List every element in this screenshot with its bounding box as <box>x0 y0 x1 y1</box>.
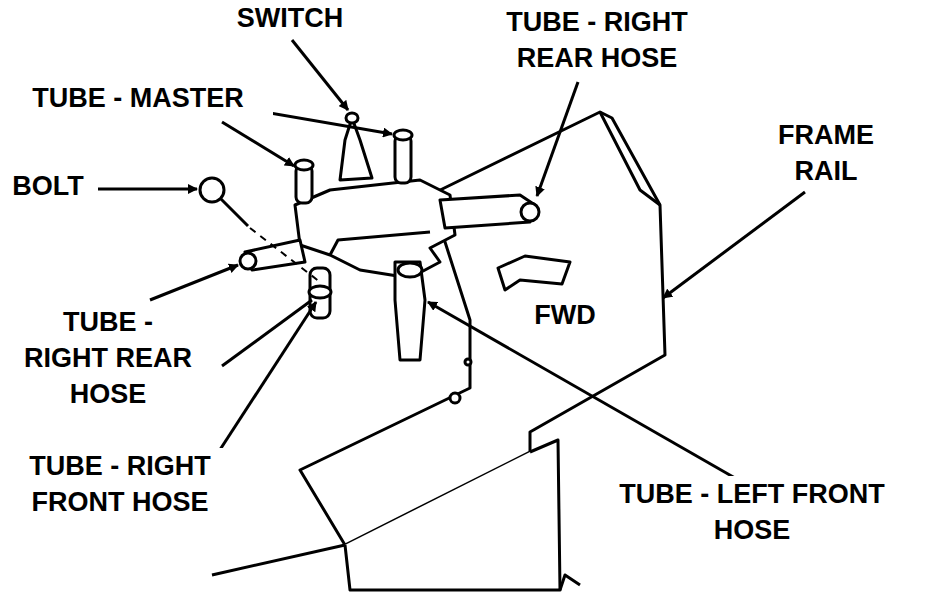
part-label: TUBE - LEFT FRONT HOSE <box>592 476 912 548</box>
part-label: TUBE - RIGHT REAR HOSE <box>497 4 697 76</box>
part-label: BOLT <box>3 168 93 204</box>
part-label: TUBE - MASTER <box>3 80 273 116</box>
part-label: FWD <box>525 297 605 333</box>
part-label: TUBE - RIGHT REAR HOSE <box>20 304 196 412</box>
part-label: FRAME RAIL <box>761 117 891 189</box>
part-label: SWITCH <box>220 0 360 36</box>
part-label: TUBE - RIGHT FRONT HOSE <box>13 448 228 520</box>
